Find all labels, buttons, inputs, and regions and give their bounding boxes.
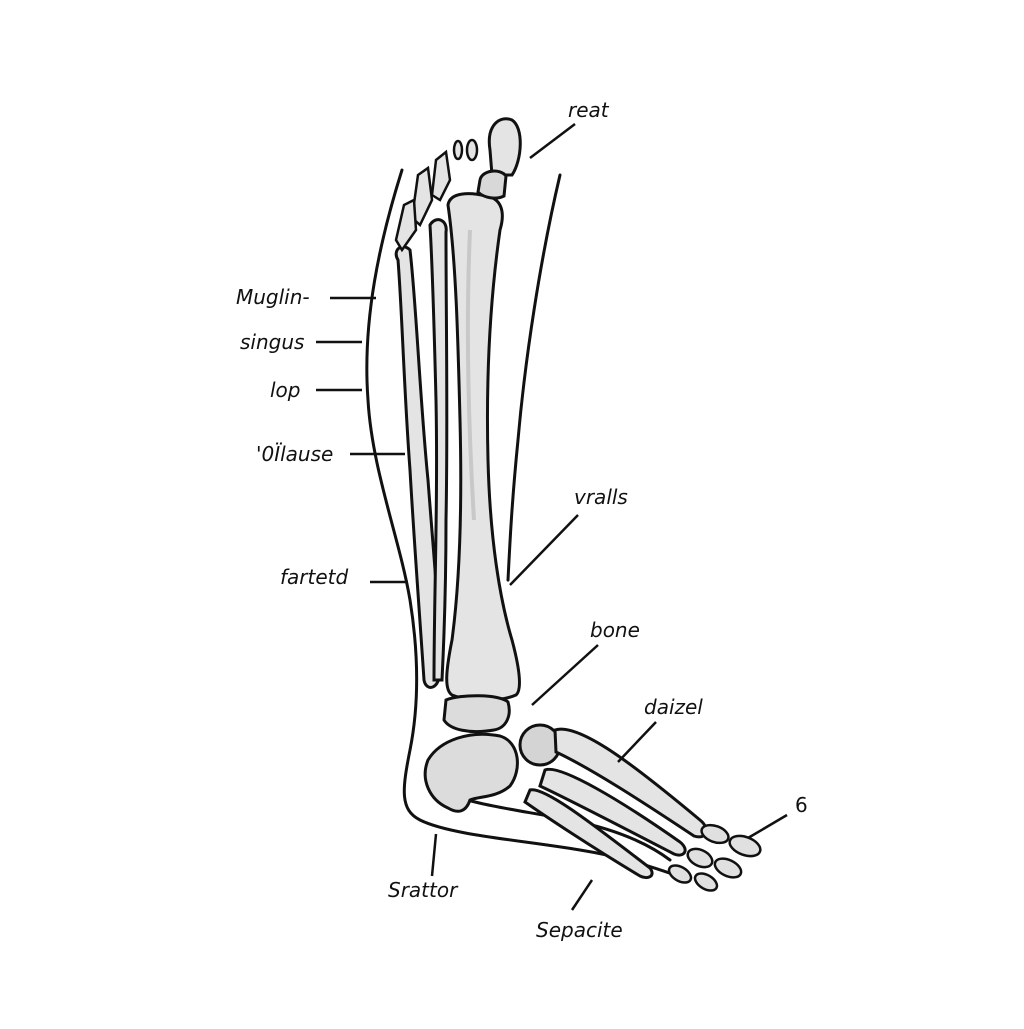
leg-outline-left bbox=[365, 168, 692, 882]
leader-sepacite bbox=[570, 879, 594, 911]
label-six: 6 bbox=[795, 793, 808, 817]
label-fartetd: fartetd bbox=[280, 565, 349, 589]
label-srattor: Srattor bbox=[388, 878, 458, 902]
label-bone: bone bbox=[590, 618, 640, 642]
toe-distal bbox=[487, 117, 522, 177]
leader-lines bbox=[316, 123, 788, 911]
tibia-highlight bbox=[465, 229, 476, 521]
toe-proximal bbox=[476, 169, 508, 200]
leader-bone bbox=[531, 644, 599, 706]
talus-bone bbox=[442, 694, 511, 734]
label-vralls: vralls bbox=[574, 485, 628, 509]
tibia-bone bbox=[445, 192, 521, 702]
label-sepacite: Sepacite bbox=[536, 918, 623, 942]
leader-six bbox=[747, 813, 788, 840]
toe-small-1 bbox=[465, 138, 479, 162]
metatarsal-3 bbox=[523, 788, 654, 880]
phalanx-4 bbox=[713, 857, 743, 879]
calcaneus-bone bbox=[423, 732, 519, 813]
phalanx-1 bbox=[700, 823, 730, 845]
phalanx-2 bbox=[728, 834, 762, 858]
leader-vralls bbox=[509, 514, 579, 586]
label-reat: reat bbox=[568, 98, 609, 122]
label-oflause: '0Ïlause bbox=[256, 442, 334, 466]
label-daizel: daizel bbox=[644, 695, 703, 719]
metatarsal-2 bbox=[538, 767, 687, 857]
leg-outline-right bbox=[506, 173, 562, 582]
leader-daizel bbox=[617, 721, 657, 763]
label-singus: singus bbox=[240, 330, 305, 354]
fibula-slim bbox=[428, 218, 449, 682]
leader-srattor bbox=[430, 833, 438, 877]
toe-small-2 bbox=[452, 139, 464, 161]
leader-reat bbox=[529, 123, 576, 159]
label-muglin: Muglin- bbox=[236, 285, 310, 309]
toe-small-3 bbox=[430, 149, 452, 202]
phalanx-5 bbox=[667, 864, 693, 884]
label-lop: lop bbox=[270, 378, 301, 402]
phalanx-6 bbox=[693, 872, 719, 892]
phalanx-3 bbox=[686, 847, 714, 869]
toe-small-5 bbox=[394, 198, 418, 253]
